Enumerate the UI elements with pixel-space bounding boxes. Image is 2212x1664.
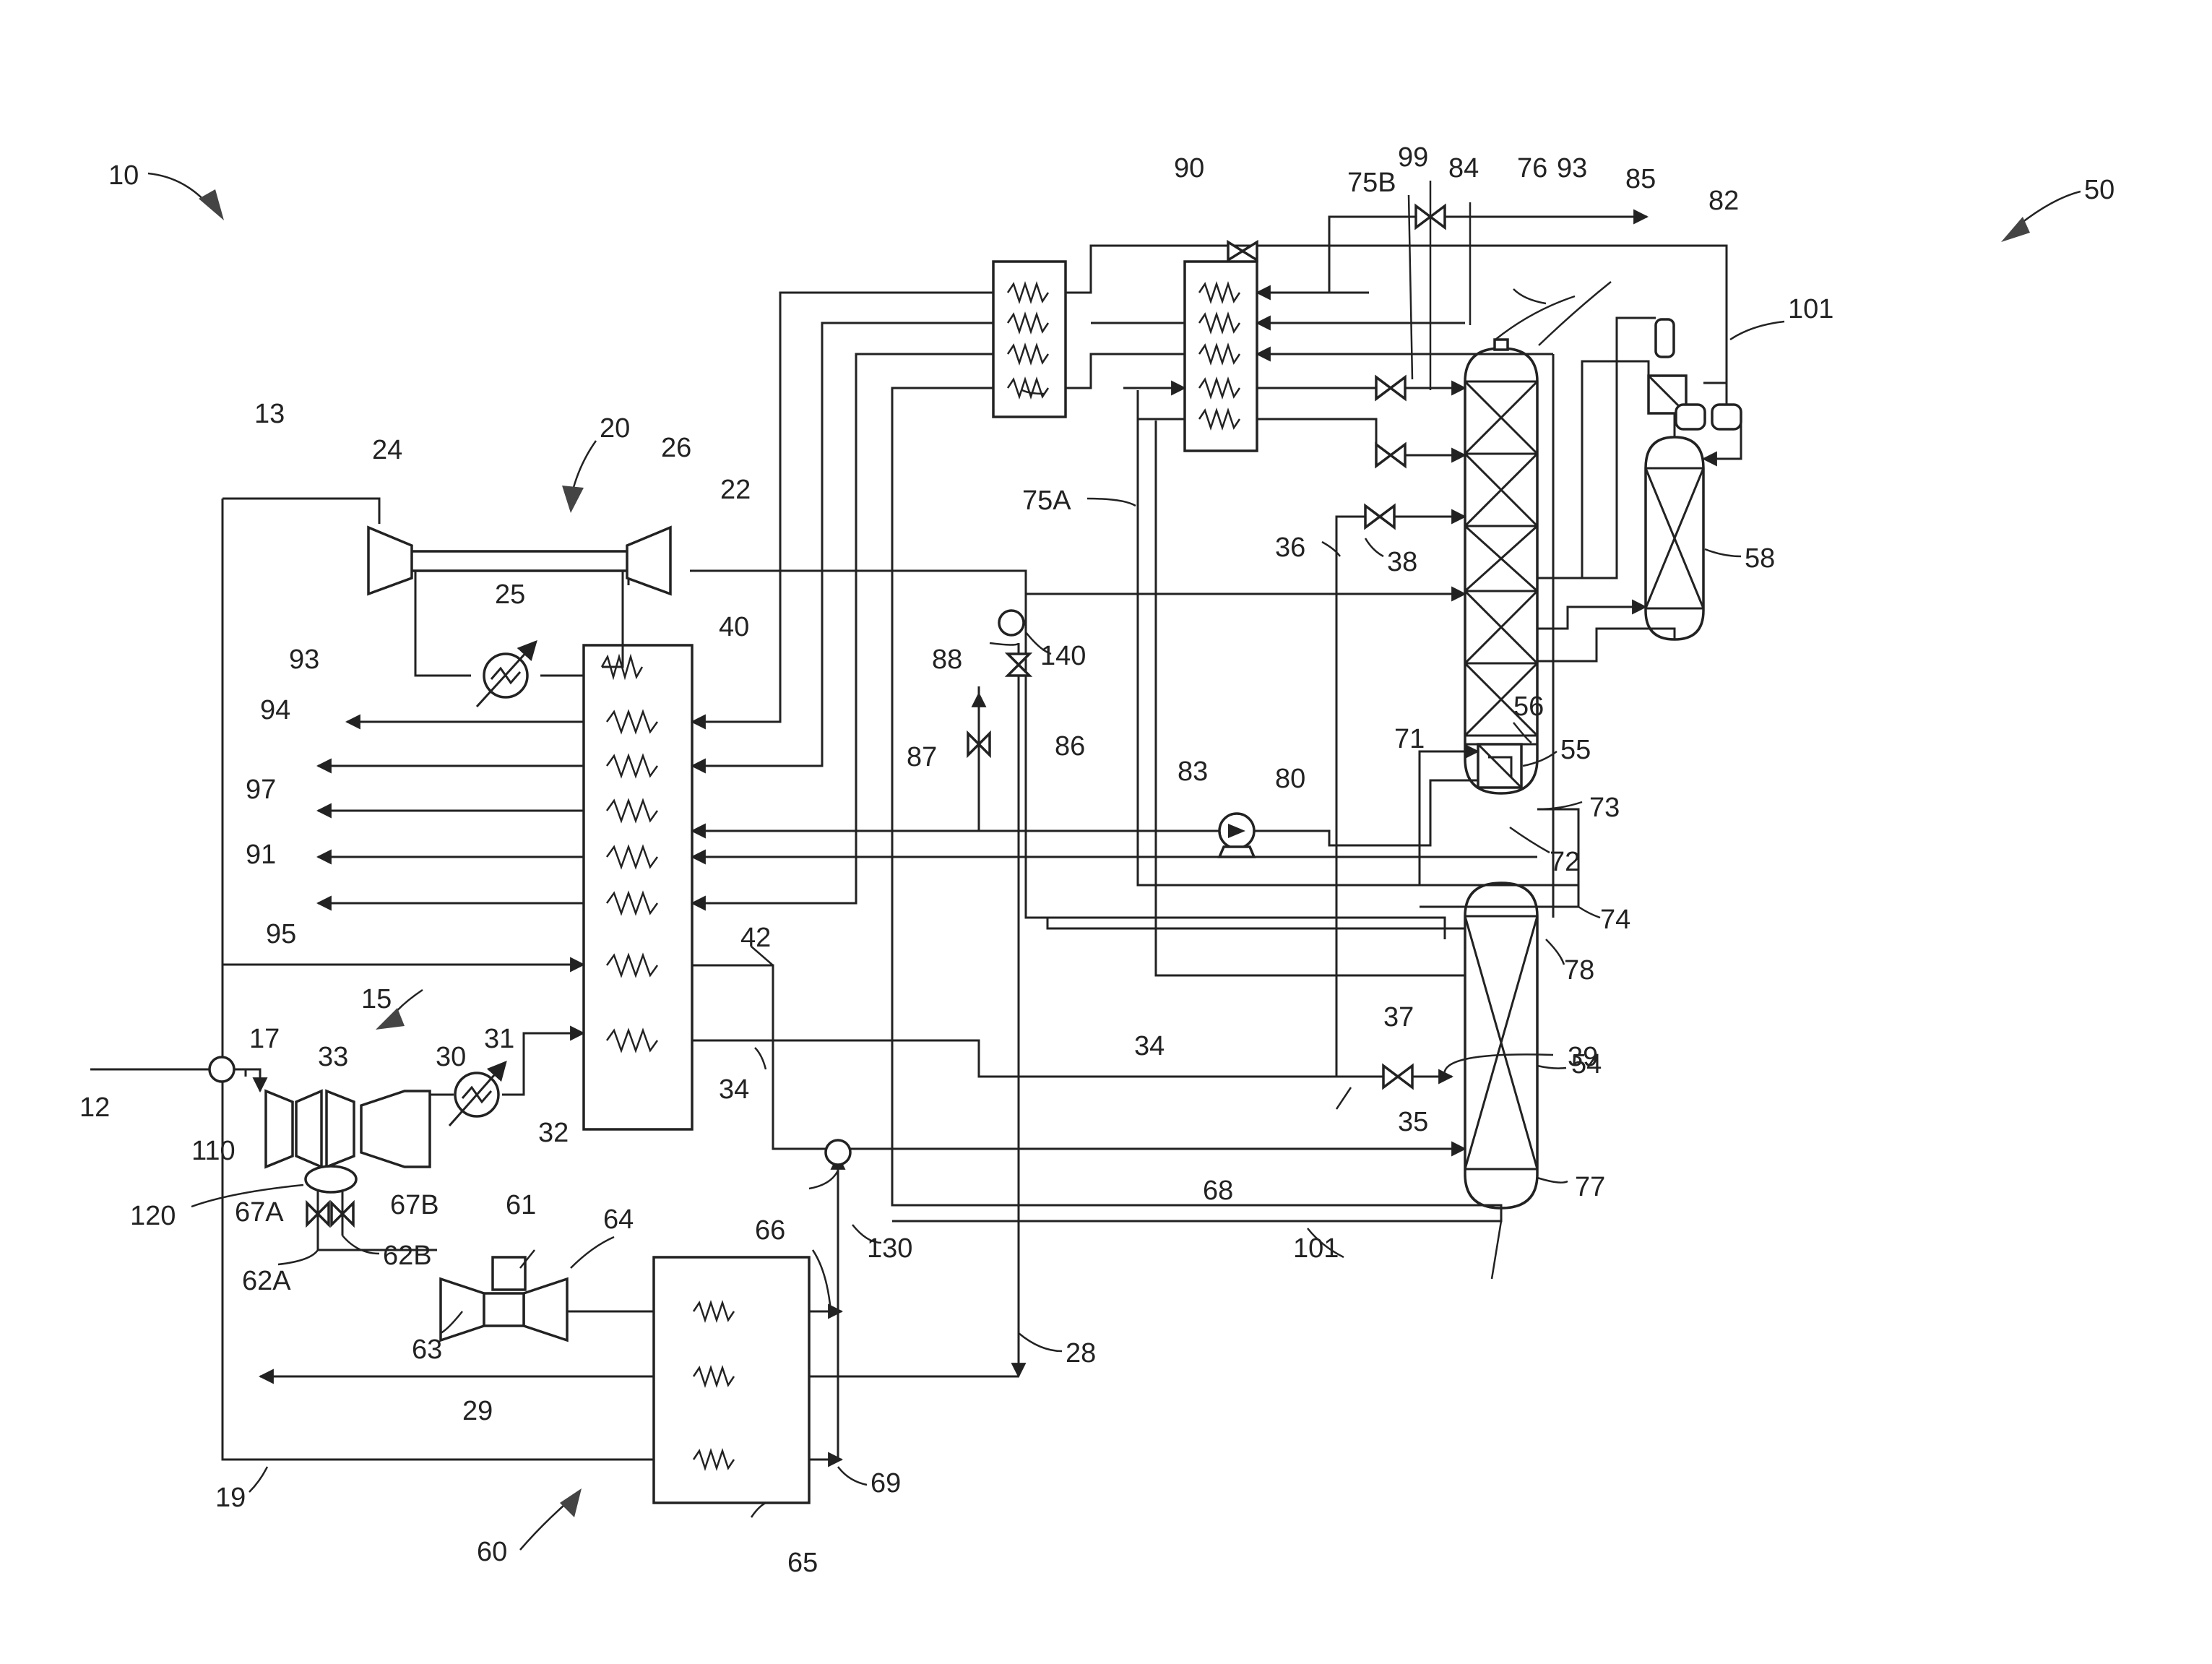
label-84: 84 bbox=[1448, 153, 1479, 184]
label-82: 82 bbox=[1708, 186, 1739, 216]
label-120: 120 bbox=[130, 1201, 176, 1231]
label-31: 31 bbox=[484, 1024, 514, 1054]
label-71: 71 bbox=[1394, 724, 1425, 754]
label-34a: 34 bbox=[719, 1074, 749, 1105]
label-29: 29 bbox=[462, 1396, 493, 1426]
label-30: 30 bbox=[436, 1042, 466, 1072]
label-38: 38 bbox=[1387, 547, 1417, 577]
label-140: 140 bbox=[1040, 641, 1086, 671]
label-72: 72 bbox=[1550, 847, 1580, 877]
label-67A: 67A bbox=[235, 1197, 284, 1228]
label-78: 78 bbox=[1564, 955, 1594, 986]
label-42: 42 bbox=[740, 923, 771, 953]
label-99: 99 bbox=[1398, 142, 1428, 173]
label-54: 54 bbox=[1571, 1049, 1602, 1079]
label-67B: 67B bbox=[390, 1190, 439, 1220]
labels: 10 50 20 30 60 12 13 15 17 19 22 24 25 2… bbox=[79, 142, 2114, 1578]
subcooler-90 bbox=[1185, 262, 1257, 451]
label-76: 76 bbox=[1517, 153, 1547, 184]
main-heat-exchanger bbox=[584, 645, 692, 1129]
label-60: 60 bbox=[477, 1537, 507, 1567]
label-68: 68 bbox=[1203, 1176, 1233, 1206]
label-37: 37 bbox=[1383, 1002, 1414, 1033]
label-55: 55 bbox=[1560, 735, 1591, 765]
label-130: 130 bbox=[867, 1233, 912, 1264]
label-87: 87 bbox=[907, 742, 937, 772]
label-64: 64 bbox=[603, 1204, 634, 1235]
label-94: 94 bbox=[260, 695, 290, 725]
label-26: 26 bbox=[661, 433, 691, 463]
label-15: 15 bbox=[361, 984, 392, 1014]
label-85: 85 bbox=[1625, 164, 1656, 194]
label-93a: 93 bbox=[289, 645, 319, 675]
label-13: 13 bbox=[254, 399, 285, 429]
label-83: 83 bbox=[1178, 756, 1208, 787]
label-101a: 101 bbox=[1293, 1233, 1339, 1264]
label-62B: 62B bbox=[383, 1241, 432, 1271]
label-101b: 101 bbox=[1788, 294, 1833, 324]
label-75A: 75A bbox=[1022, 486, 1071, 516]
pump-icon bbox=[1219, 814, 1254, 857]
label-28: 28 bbox=[1066, 1338, 1096, 1368]
label-24: 24 bbox=[372, 435, 402, 465]
label-58: 58 bbox=[1745, 543, 1775, 574]
label-35: 35 bbox=[1398, 1107, 1428, 1137]
label-22: 22 bbox=[720, 475, 751, 505]
heat-exchanger-65 bbox=[654, 1257, 809, 1503]
label-34b: 34 bbox=[1134, 1031, 1165, 1061]
label-40: 40 bbox=[719, 612, 749, 642]
subcooler-left bbox=[993, 262, 1066, 417]
label-36: 36 bbox=[1275, 533, 1305, 563]
label-66: 66 bbox=[755, 1215, 785, 1246]
label-33: 33 bbox=[318, 1042, 348, 1072]
label-17: 17 bbox=[249, 1024, 280, 1054]
label-19: 19 bbox=[215, 1483, 246, 1513]
label-61: 61 bbox=[506, 1190, 536, 1220]
label-110: 110 bbox=[191, 1136, 236, 1166]
label-75B: 75B bbox=[1347, 168, 1396, 198]
label-69: 69 bbox=[870, 1468, 901, 1499]
label-74: 74 bbox=[1600, 905, 1630, 935]
label-25: 25 bbox=[495, 579, 525, 610]
label-97: 97 bbox=[246, 775, 276, 805]
label-62A: 62A bbox=[242, 1266, 291, 1296]
leader-lines bbox=[191, 181, 1784, 1517]
label-95: 95 bbox=[266, 919, 296, 949]
compressor-icon bbox=[266, 1091, 430, 1167]
label-80: 80 bbox=[1275, 764, 1305, 794]
label-65: 65 bbox=[787, 1548, 818, 1578]
label-56: 56 bbox=[1513, 691, 1544, 722]
label-88: 88 bbox=[932, 645, 962, 675]
label-91: 91 bbox=[246, 840, 276, 870]
label-93b: 93 bbox=[1557, 153, 1587, 184]
label-50: 50 bbox=[2084, 175, 2114, 205]
label-20: 20 bbox=[600, 413, 630, 444]
label-12: 12 bbox=[79, 1092, 110, 1123]
label-32: 32 bbox=[538, 1118, 569, 1148]
label-86: 86 bbox=[1055, 731, 1085, 762]
label-77: 77 bbox=[1575, 1172, 1605, 1202]
label-63: 63 bbox=[412, 1335, 442, 1365]
label-10: 10 bbox=[108, 160, 139, 191]
label-90: 90 bbox=[1174, 153, 1204, 184]
label-73: 73 bbox=[1589, 793, 1620, 823]
